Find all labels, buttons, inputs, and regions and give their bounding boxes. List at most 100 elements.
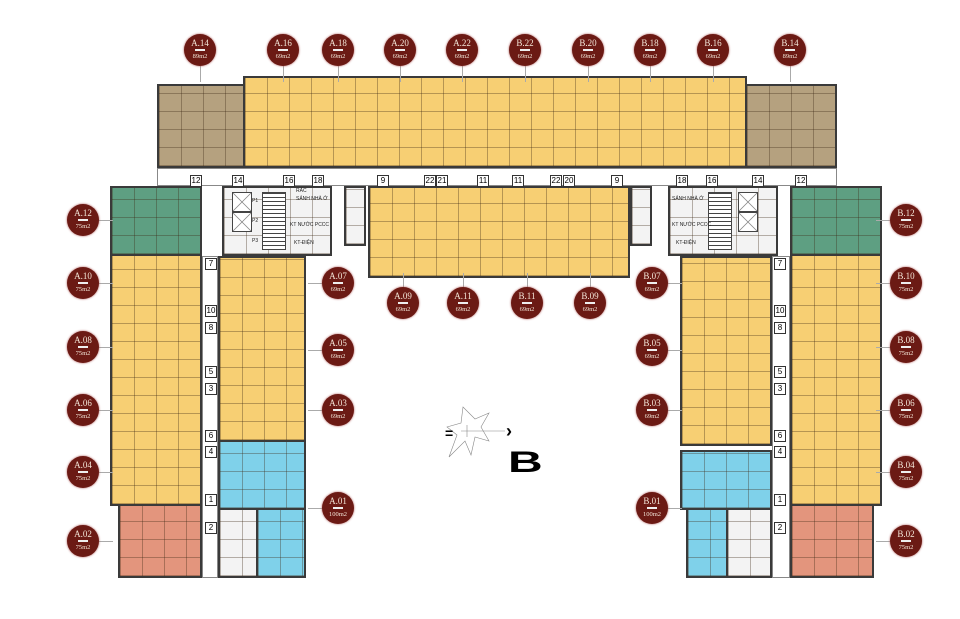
divider [78, 346, 88, 348]
unit-area: 69m2 [517, 53, 533, 60]
right-outer-units [790, 254, 882, 506]
unit-id: A.10 [74, 271, 92, 281]
marker-leader-line [876, 541, 890, 542]
divider [333, 507, 343, 509]
center-units [368, 186, 630, 278]
grid-marker: 6 [205, 430, 217, 442]
divider [333, 349, 343, 351]
unit-marker[interactable]: A.06 75m2 [67, 394, 99, 426]
unit-marker[interactable]: B.12 75m2 [890, 204, 922, 236]
corridor-top [157, 168, 837, 186]
unit-id: A.02 [74, 529, 92, 539]
unit-area: 75m2 [75, 413, 91, 420]
marker-leader-line [588, 66, 589, 82]
marker-leader-line [462, 66, 463, 82]
grid-marker: 11 [477, 175, 489, 187]
grid-marker: 21 [436, 175, 448, 187]
left-inner-units [218, 256, 306, 442]
divider [901, 282, 911, 284]
marker-leader-line [403, 273, 404, 287]
unit-area: 69m2 [330, 353, 346, 360]
unit-area: 75m2 [898, 223, 914, 230]
unit-id: B.09 [581, 291, 599, 301]
marker-leader-line [99, 472, 113, 473]
unit-id: B.02 [897, 529, 915, 539]
grid-marker: 6 [774, 430, 786, 442]
unit-block-a12 [110, 186, 202, 256]
unit-area: 69m2 [705, 53, 721, 60]
unit-area: 69m2 [644, 286, 660, 293]
divider [901, 471, 911, 473]
marker-leader-line [99, 283, 113, 284]
grid-marker: 2 [205, 522, 217, 534]
unit-id: B.12 [897, 208, 915, 218]
unit-area: 75m2 [75, 544, 91, 551]
grid-marker: 4 [205, 446, 217, 458]
unit-area: 69m2 [519, 306, 535, 313]
unit-id: A.18 [329, 38, 347, 48]
marker-leader-line [876, 347, 890, 348]
grid-marker: 3 [205, 383, 217, 395]
stair-left-bottom [218, 508, 258, 578]
elevator-icon [232, 192, 252, 212]
compass-equals: = [445, 425, 454, 441]
unit-id: A.08 [74, 335, 92, 345]
unit-marker[interactable]: A.02 75m2 [67, 525, 99, 557]
marker-leader-line [668, 283, 682, 284]
divider [645, 49, 655, 51]
divider [583, 49, 593, 51]
unit-id: A.06 [74, 398, 92, 408]
marker-leader-line [308, 350, 322, 351]
unit-id: B.20 [579, 38, 597, 48]
marker-leader-line [283, 66, 284, 82]
unit-area: 69m2 [580, 53, 596, 60]
unit-area: 100m2 [328, 511, 348, 518]
unit-id: B.10 [897, 271, 915, 281]
unit-marker[interactable]: B.20 69m2 [572, 34, 604, 66]
marker-leader-line [650, 66, 651, 82]
marker-leader-line [590, 273, 591, 287]
unit-area: 75m2 [75, 350, 91, 357]
unit-block-b01-b [686, 508, 728, 578]
unit-marker[interactable]: A.08 75m2 [67, 331, 99, 363]
divider [522, 302, 532, 304]
grid-marker: 3 [774, 383, 786, 395]
divider [585, 302, 595, 304]
divider [647, 282, 657, 284]
marker-leader-line [876, 410, 890, 411]
grid-marker: 20 [563, 175, 575, 187]
divider [647, 349, 657, 351]
unit-area: 75m2 [898, 350, 914, 357]
core-left-2 [344, 186, 366, 246]
grid-marker: 9 [377, 175, 389, 187]
